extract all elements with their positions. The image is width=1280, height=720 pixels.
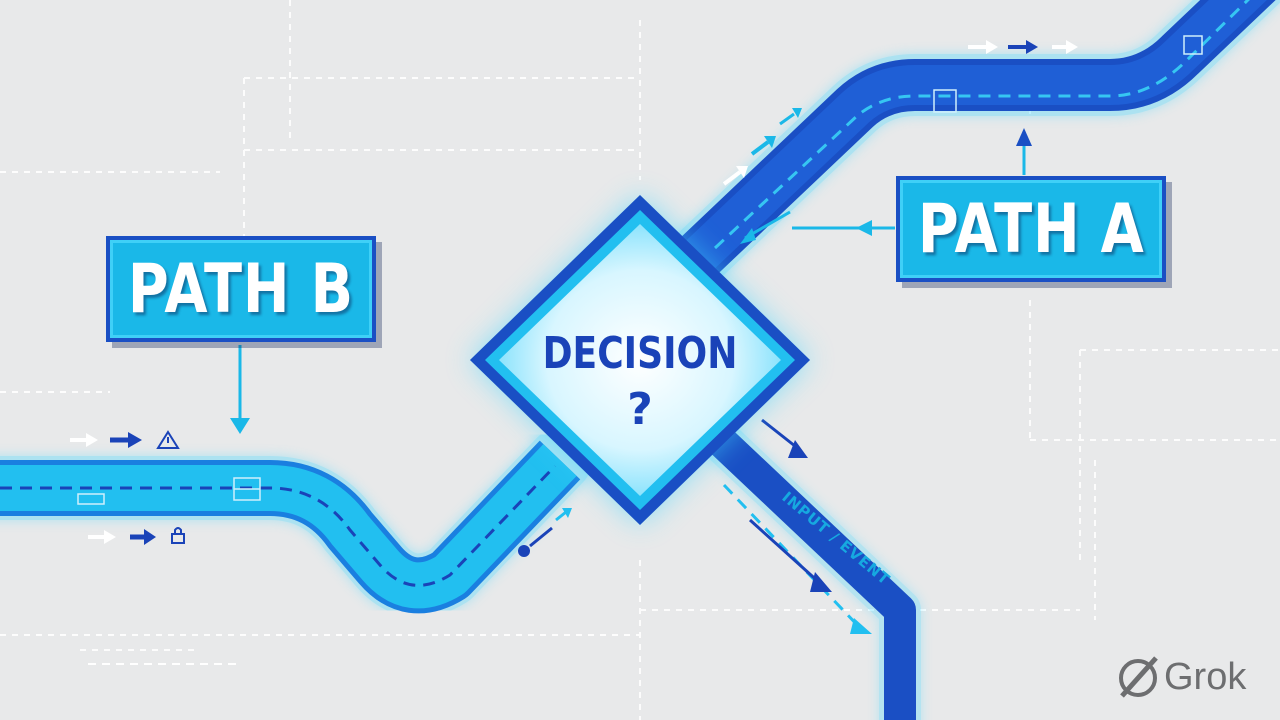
arrow-right-icon (110, 432, 142, 448)
arrow-left-icon (856, 220, 872, 236)
output-track (705, 418, 921, 720)
brand-name: Grok (1164, 656, 1247, 698)
watermark: Grok (1164, 656, 1246, 699)
arrow-row-top (968, 40, 1078, 54)
path-b-label: PATH B (127, 249, 355, 329)
arrow-up-icon (1016, 128, 1032, 146)
grok-logo-icon (1119, 656, 1158, 698)
gate-icon (77, 35, 1203, 505)
path-b-track (0, 428, 592, 618)
arrow-down-icon (230, 418, 250, 434)
arrow-right-icon (1008, 40, 1038, 54)
arrow-right-icon (1052, 40, 1078, 54)
arrow-right-icon (968, 40, 998, 54)
arrow-right-icon (70, 433, 98, 447)
arrow-right-icon (130, 529, 156, 545)
lock-icon (171, 527, 185, 544)
warning-icon (156, 430, 180, 449)
decision-label: DECISION (542, 328, 738, 379)
key-icon (518, 508, 572, 557)
arrow-row-left-upper (70, 430, 180, 449)
path-a-label-box: PATH A (896, 176, 1166, 282)
path-a-label: PATH A (917, 189, 1145, 269)
path-a-track (669, 0, 1280, 286)
arrow-row-left-lower (88, 527, 185, 545)
arrow-right-icon (88, 530, 116, 544)
path-b-label-box: PATH B (106, 236, 376, 342)
decision-question-mark: ? (627, 384, 653, 435)
arrow-row-diagonal (722, 108, 802, 186)
decision-diamond (470, 195, 810, 525)
